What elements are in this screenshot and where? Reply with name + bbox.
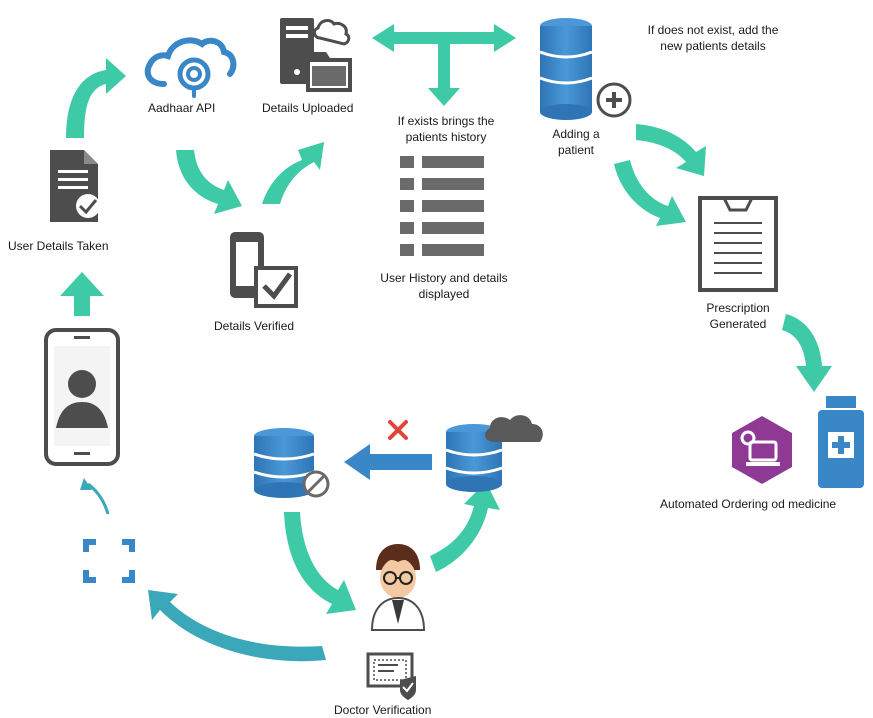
- label-user-history-line2: displayed: [418, 287, 470, 301]
- arrow-double-horizontal: [372, 24, 516, 52]
- arrow-small-to-phone: [80, 478, 110, 515]
- label-automated-ordering: Automated Ordering od medicine: [660, 497, 837, 511]
- label-if-not-exist: If does not exist, add the new patients …: [628, 22, 798, 54]
- document-check-icon: [50, 150, 100, 222]
- label-user-details-taken: User Details Taken: [8, 239, 109, 253]
- medicine-bottle-icon: [818, 396, 864, 488]
- label-prescription-line1: Prescription: [706, 301, 770, 315]
- user-phone-icon: [44, 328, 120, 466]
- label-adding-patient: Adding a patient: [536, 126, 616, 158]
- label-if-exists-line1: If exists brings the: [397, 114, 495, 128]
- doctor-icon: [370, 544, 426, 631]
- label-doctor-verification: Doctor Verification: [334, 703, 432, 717]
- flow-arrows: [60, 24, 832, 614]
- label-user-history-line1: User History and details: [380, 271, 508, 285]
- server-folder-icon: [280, 18, 352, 92]
- label-user-history: User History and details displayed: [364, 270, 524, 302]
- cloud-fingerprint-icon: [144, 37, 237, 98]
- arrow-curve-to-aadhaar: [66, 58, 126, 138]
- arrow-up-user-details: [60, 272, 104, 316]
- database-add-icon: [539, 18, 632, 120]
- arrow-curve-to-prescription-a: [636, 124, 706, 176]
- prescription-clipboard-icon: [698, 196, 778, 292]
- arrow-curve-to-scan: [148, 590, 326, 662]
- label-details-uploaded: Details Uploaded: [262, 101, 354, 115]
- cloud-database-icon: [445, 415, 543, 492]
- arrow-curve-to-prescription-b: [614, 160, 686, 226]
- label-if-not-exist-line2: new patients details: [660, 39, 766, 53]
- list-icon: [400, 156, 484, 256]
- phone-check-icon: [230, 232, 298, 308]
- label-prescription-generated: Prescription Generated: [688, 300, 788, 332]
- label-adding-patient-line2: patient: [557, 143, 595, 157]
- arrow-down-history: [428, 44, 460, 106]
- database-blocked-icon: [253, 428, 330, 498]
- label-if-exists: If exists brings the patients history: [376, 113, 516, 145]
- label-if-exists-line2: patients history: [405, 130, 487, 144]
- arrow-curve-to-verified: [176, 150, 242, 214]
- scan-frame-icon: [83, 539, 135, 583]
- label-aadhaar-api: Aadhaar API: [148, 101, 216, 115]
- arrow-curve-to-cloud-db: [430, 482, 500, 572]
- arrow-curve-to-ordering: [782, 314, 832, 392]
- robot-hexagon-icon: [732, 416, 792, 484]
- label-if-not-exist-line1: If does not exist, add the: [647, 23, 779, 37]
- certificate-icon: [366, 652, 416, 700]
- arrow-curve-to-uploaded: [262, 142, 324, 204]
- red-x-icon: [388, 420, 408, 440]
- label-details-verified: Details Verified: [214, 319, 295, 333]
- label-adding-patient-line1: Adding a: [552, 127, 600, 141]
- arrow-curve-to-doctor: [284, 512, 356, 614]
- label-prescription-line2: Generated: [709, 317, 767, 331]
- arrow-blue-left: [344, 444, 432, 480]
